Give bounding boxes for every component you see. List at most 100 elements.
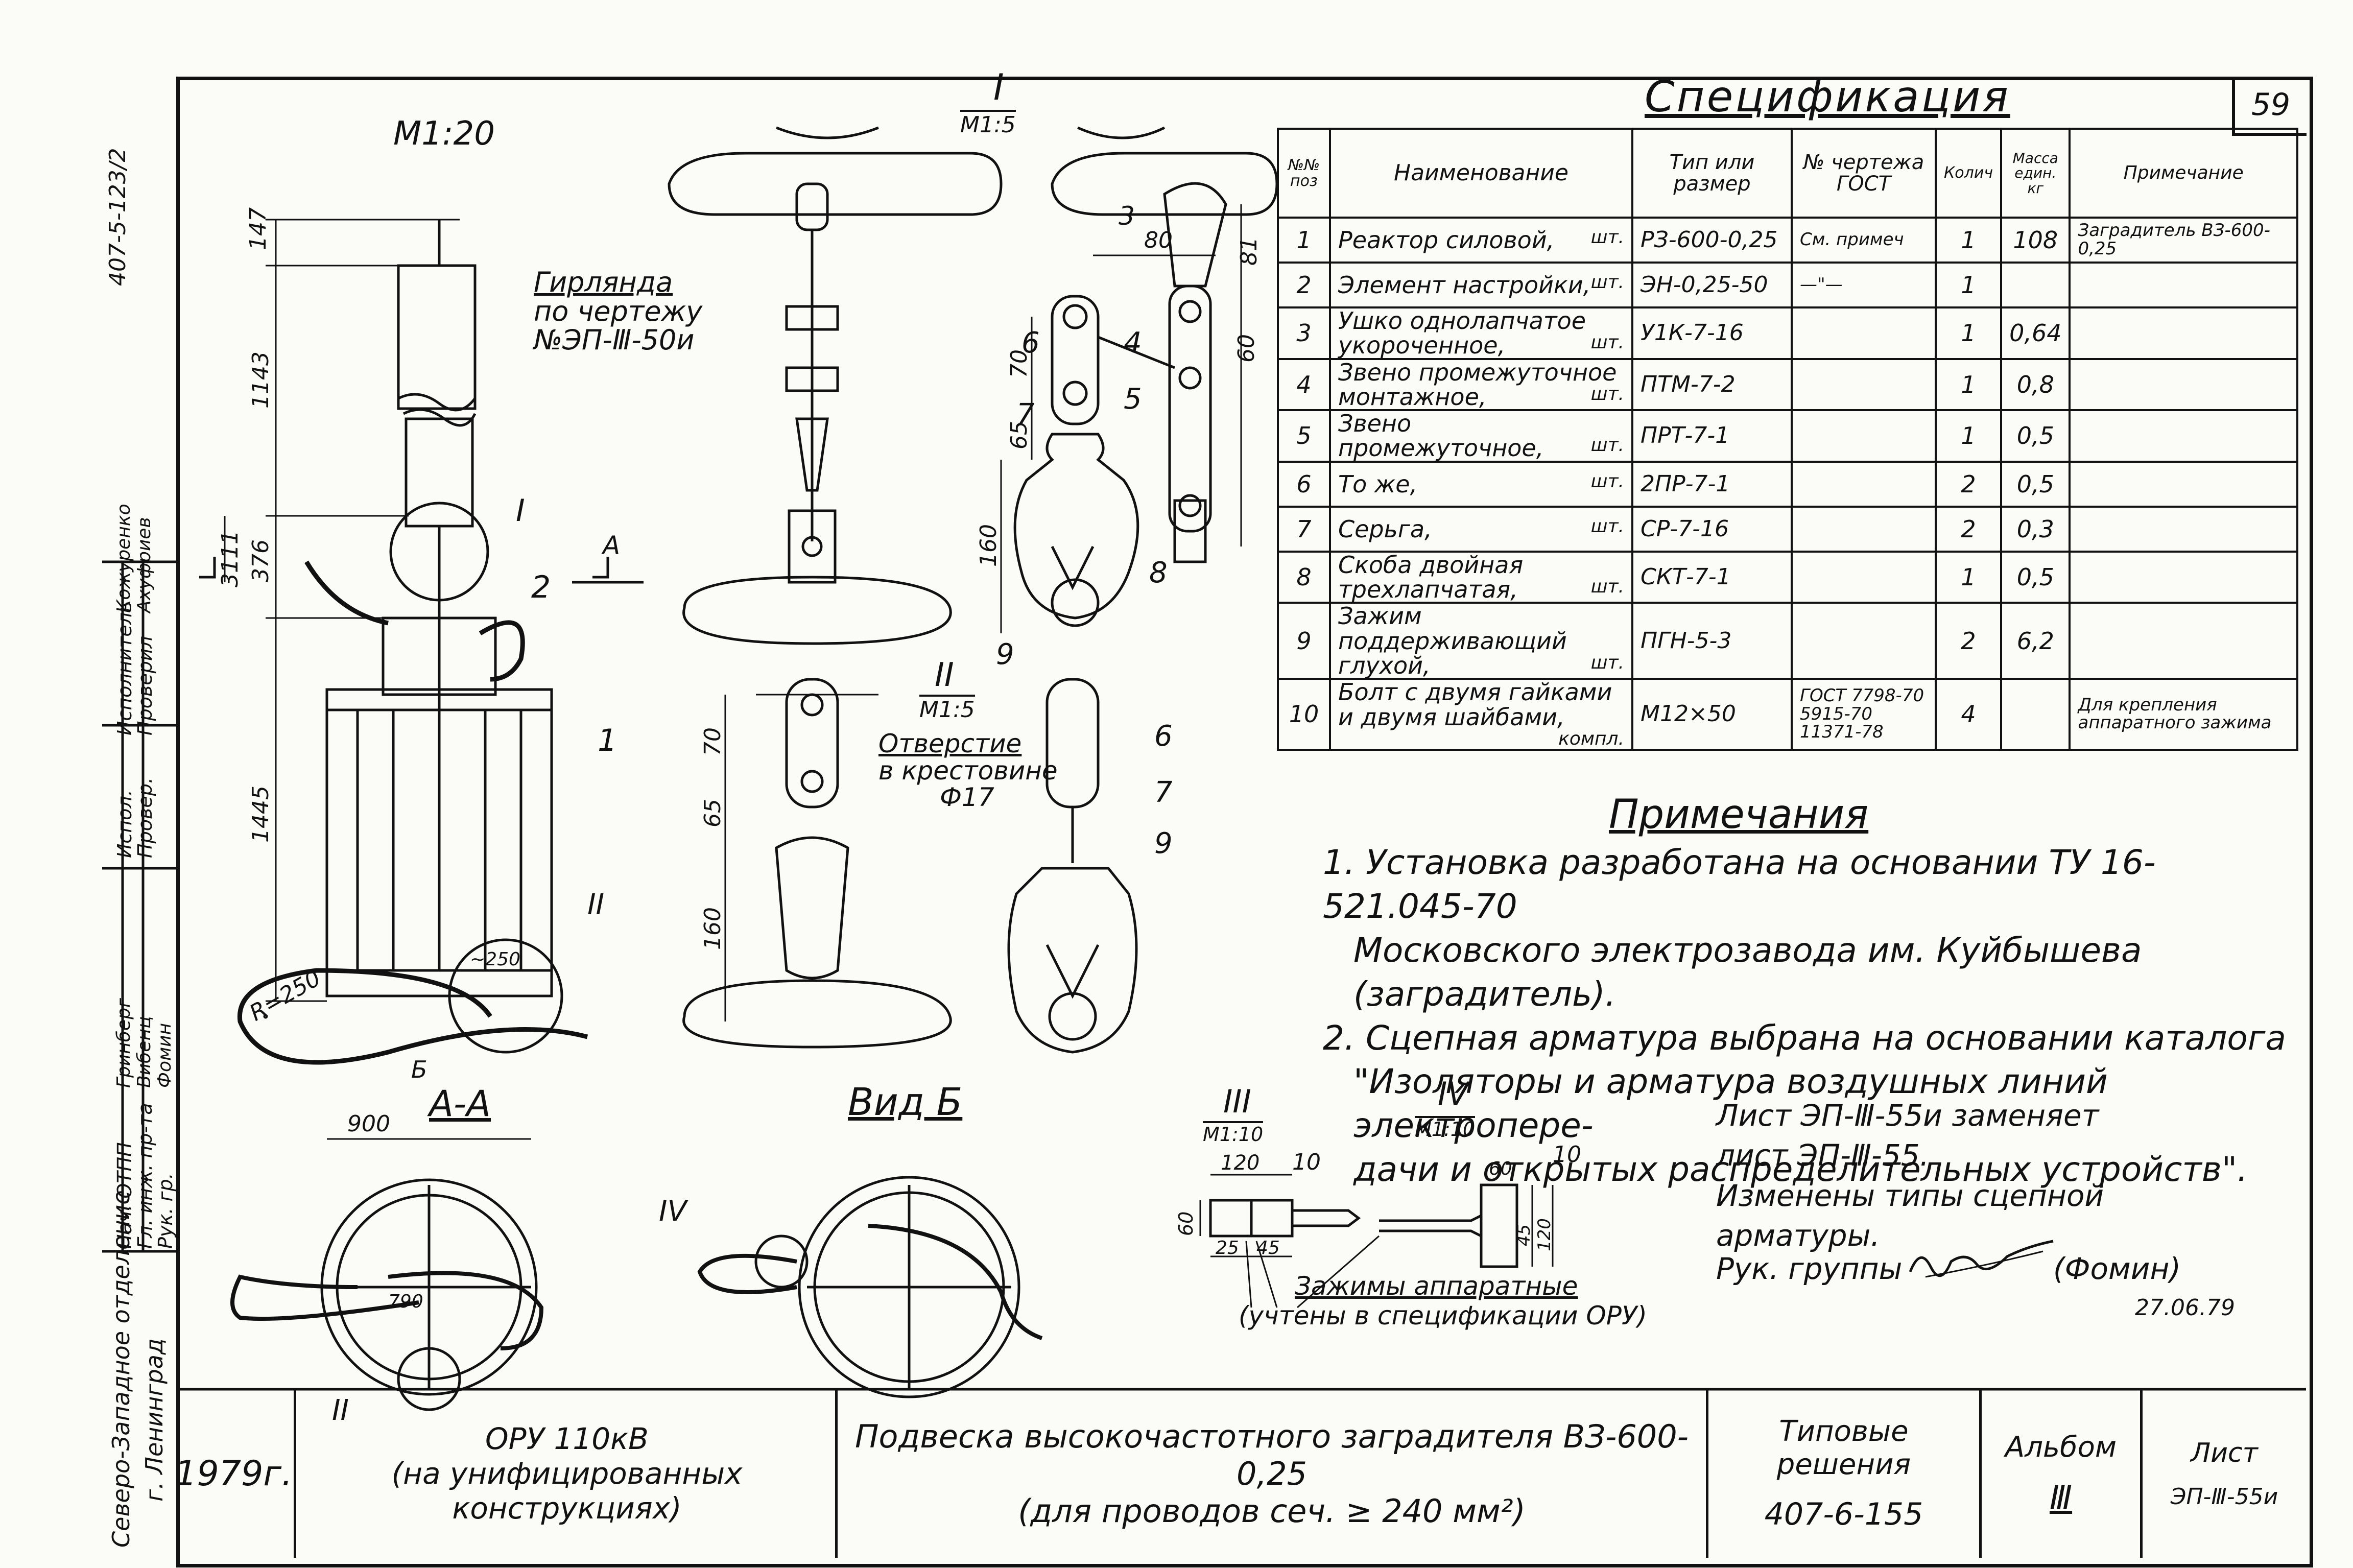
dim-45b: 45: [1514, 1224, 1534, 1246]
spec-mass: 0,5: [2000, 550, 2071, 604]
tb-album: Альбом Ⅲ: [1979, 1389, 2140, 1558]
notes-block: Примечания 1. Установка разработана на о…: [1323, 789, 2293, 1192]
spec-name: Болт с двумя гайками и двумя шайбами,ком…: [1329, 678, 1633, 751]
tb-sheet-label: Лист: [2191, 1437, 2258, 1468]
hole-line: Отверстие: [878, 729, 1022, 758]
dim-10b: 10: [1553, 1142, 1581, 1168]
dim-1445: 1445: [248, 786, 274, 843]
callout-3: 3: [1119, 201, 1135, 231]
spec-name-text: Серьга,: [1338, 515, 1432, 543]
spec-name: Зажим поддерживающий глухой,шт.: [1329, 602, 1633, 680]
dim-25: 25: [1216, 1238, 1239, 1258]
callout-5: 5: [1124, 383, 1142, 416]
callout-III-ref: II: [587, 888, 604, 921]
tb-subject: Подвеска высокочастотного заградителя ВЗ…: [835, 1389, 1706, 1558]
spec-qty: 2: [1934, 460, 2003, 508]
spec-type: 2ПР-7-1: [1631, 460, 1793, 508]
spec-mass: [2000, 678, 2071, 751]
spec-header: №№ поз: [1277, 128, 1331, 219]
callout-2: 2: [531, 569, 551, 605]
spec-unit: шт.: [1590, 332, 1624, 353]
mark-B: Б: [411, 1056, 427, 1083]
section-AA-label: А-А: [429, 1083, 491, 1125]
spec-qty: 2: [1934, 602, 2003, 680]
spec-note: [2069, 505, 2298, 553]
notes-title: Примечания: [1609, 792, 1869, 838]
tb-typical-label: Типовые решения: [1776, 1415, 1911, 1481]
spec-gost: [1791, 505, 1937, 553]
spec-name: Скоба двойная трехлапчатая,шт.: [1329, 550, 1633, 604]
tb-sheet-value: ЭП-Ⅲ-55и: [2170, 1483, 2278, 1510]
spec-header: Масса един. кг: [2000, 128, 2071, 219]
spec-type: СР-7-16: [1631, 505, 1793, 553]
tb-object: ОРУ 110кВ (на унифицированных конструкци…: [294, 1389, 838, 1558]
hole-line: в крестовине: [878, 755, 1058, 786]
spec-gost: [1791, 409, 1937, 463]
callout-IV-ref: IV: [659, 1195, 689, 1228]
dim-376: 376: [248, 539, 274, 582]
view-III-scale: М1:10: [1203, 1121, 1264, 1146]
tb-album-label: Альбом: [2005, 1430, 2117, 1464]
spec-gost: [1791, 550, 1937, 604]
tb-typical: Типовые решения 407-6-155: [1706, 1389, 1979, 1558]
sign-name: (Фомин): [2053, 1251, 2181, 1286]
callout-6: 6: [1021, 326, 1040, 360]
spec-pos: 6: [1277, 460, 1331, 508]
callout-7b: 7: [1154, 776, 1173, 809]
spec-gost: [1791, 460, 1937, 508]
dim-250: ~250: [470, 949, 520, 970]
view-B-label: Вид Б: [848, 1080, 963, 1124]
spec-mass: 0,3: [2000, 505, 2071, 553]
spec-unit: шт.: [1590, 226, 1624, 248]
spec-mass: 6,2: [2000, 602, 2071, 680]
spec-name-text: Скоба двойная трехлапчатая,: [1338, 551, 1524, 604]
notes-line: 1. Установка разработана на основании ТУ…: [1323, 843, 2156, 926]
hole-label: Отверстие в крестовине Ф17: [878, 730, 1058, 811]
spec-mass: [2000, 262, 2071, 308]
spec-qty: 1: [1934, 262, 2003, 308]
spec-gost: [1791, 306, 1937, 360]
spec-name: Элемент настройки,шт.: [1329, 262, 1633, 308]
spec-name: То же,шт.: [1329, 460, 1633, 508]
spec-qty: 1: [1934, 217, 2003, 264]
spec-name: Серьга,шт.: [1329, 505, 1633, 553]
spec-name-text: Элемент настройки,: [1338, 271, 1591, 299]
spec-qty: 1: [1934, 550, 2003, 604]
spec-name: Звено промежуточное монтажное,шт.: [1329, 358, 1633, 412]
spec-unit: шт.: [1590, 435, 1624, 456]
dim-60: 60: [1233, 334, 1259, 363]
spec-header: Тип или размер: [1631, 128, 1793, 219]
spec-note: [2069, 550, 2298, 604]
spec-header-row: №№ поз Наименование Тип или размер № чер…: [1277, 128, 2298, 219]
view-IV-scale: М1:10: [1415, 1116, 1476, 1141]
spec-pos: 10: [1277, 678, 1331, 751]
spec-unit: шт.: [1590, 652, 1624, 673]
dim-10: 10: [1292, 1149, 1321, 1175]
spec-name-text: Ушко однолапчатое укороченное,: [1338, 307, 1586, 360]
spec-header: Примечание: [2069, 128, 2298, 219]
spec-gost: [1791, 358, 1937, 412]
hole-line: Ф17: [940, 782, 994, 812]
tb-year: 1979г.: [175, 1453, 293, 1494]
spec-qty: 1: [1934, 358, 2003, 412]
tb-typical-code: 407-6-155: [1764, 1496, 1923, 1532]
spec-note: [2069, 409, 2298, 463]
spec-name-text: То же,: [1338, 470, 1418, 498]
garland-line: Гирлянда: [534, 266, 673, 298]
tb-album-value: Ⅲ: [2049, 1479, 2073, 1517]
dim-70b: 70: [700, 727, 726, 756]
spec-name: Звено промежуточное,шт.: [1329, 409, 1633, 463]
drawing-frame: [176, 77, 2313, 1567]
dim-160: 160: [976, 524, 1002, 567]
notes-line: "Изоляторы и арматура воздушных линий эл…: [1353, 1062, 2108, 1146]
tb-subject-line: (для проводов сеч. ≥ 240 мм²): [1018, 1492, 1526, 1530]
replace-line: Лист ЭП-Ⅲ-55и заменяет: [1716, 1098, 2099, 1133]
spec-pos: 1: [1277, 217, 1331, 264]
tb-object-line: (на унифицированных конструкциях): [391, 1456, 743, 1526]
